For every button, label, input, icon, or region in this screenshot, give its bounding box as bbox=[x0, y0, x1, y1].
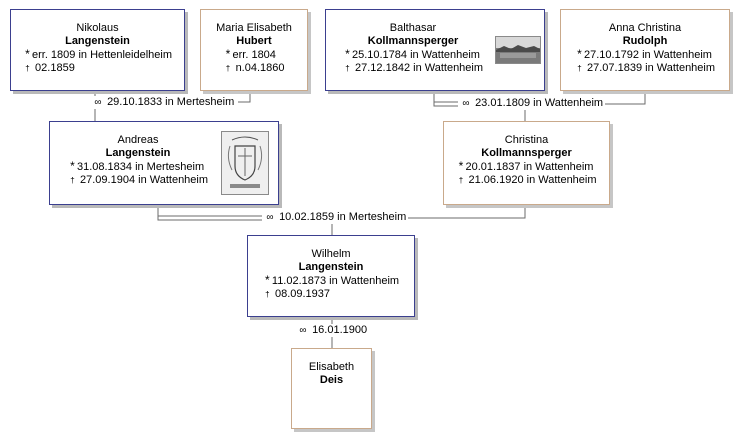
landscape-photo[interactable] bbox=[495, 36, 541, 64]
person-card-anna[interactable]: Anna Christina Rudolph *27.10.1792 in Wa… bbox=[560, 9, 730, 91]
death-icon: † bbox=[25, 64, 30, 73]
given-name: Maria Elisabeth bbox=[216, 22, 292, 34]
marriage-label-balthasar-anna: ∞ 23.01.1809 in Wattenheim bbox=[458, 97, 606, 110]
surname: Hubert bbox=[236, 35, 272, 47]
marriage-label-andreas-christina: ∞ 10.02.1859 in Mertesheim bbox=[262, 211, 409, 224]
death-info: 27.09.1904 in Wattenheim bbox=[80, 174, 209, 186]
given-name: Nikolaus bbox=[76, 22, 119, 34]
birth-info: err. 1804 bbox=[232, 49, 276, 61]
birth-info: err. 1809 in Hettenleidelheim bbox=[31, 49, 173, 61]
surname: Langenstein bbox=[298, 261, 364, 273]
death-info: 02.1859 bbox=[35, 62, 75, 74]
surname: Kollmannsperger bbox=[481, 147, 572, 159]
death-icon: † bbox=[345, 64, 350, 73]
person-card-christina[interactable]: Christina Kollmannsperger *20.01.1837 in… bbox=[443, 121, 610, 205]
surname: Kollmannsperger bbox=[367, 35, 459, 47]
birth-icon: * bbox=[225, 47, 231, 61]
death-info: 08.09.1937 bbox=[274, 288, 331, 300]
person-card-maria[interactable]: Maria Elisabeth Hubert *err. 1804 † n.04… bbox=[200, 9, 308, 91]
birth-icon: * bbox=[70, 159, 75, 173]
person-card-andreas[interactable]: Andreas Langenstein *31.08.1834 in Merte… bbox=[49, 121, 279, 205]
birth-icon: * bbox=[25, 47, 30, 61]
death-icon: † bbox=[70, 176, 75, 185]
surname: Langenstein bbox=[105, 147, 171, 159]
marriage-icon: ∞ bbox=[94, 97, 102, 108]
death-info: n.04.1860 bbox=[235, 62, 285, 74]
given-name: Elisabeth bbox=[308, 361, 355, 373]
marriage-label-nikolaus-maria: ∞ 29.10.1833 in Mertesheim bbox=[90, 96, 237, 109]
death-info: 27.12.1842 in Wattenheim bbox=[355, 62, 484, 74]
birth-info: 20.01.1837 in Wattenheim bbox=[465, 161, 594, 173]
surname: Langenstein bbox=[65, 35, 130, 47]
surname: Rudolph bbox=[622, 35, 668, 47]
birth-info: 25.10.1784 in Wattenheim bbox=[351, 49, 480, 61]
marriage-icon: ∞ bbox=[462, 98, 470, 109]
birth-icon: * bbox=[577, 47, 582, 61]
person-card-nikolaus[interactable]: Nikolaus Langenstein *err. 1809 in Hette… bbox=[10, 9, 185, 91]
death-icon: † bbox=[265, 290, 270, 299]
given-name: Christina bbox=[504, 134, 549, 146]
birth-info: 11.02.1873 in Wattenheim bbox=[271, 275, 400, 287]
marriage-label-wilhelm-elisabeth: ∞ 16.01.1900 bbox=[295, 324, 370, 337]
given-name: Andreas bbox=[117, 134, 159, 146]
birth-icon: * bbox=[458, 159, 464, 173]
birth-icon: * bbox=[265, 273, 270, 287]
birth-info: 31.08.1834 in Mertesheim bbox=[76, 161, 205, 173]
given-name: Balthasar bbox=[389, 22, 437, 34]
birth-info: 27.10.1792 in Wattenheim bbox=[583, 49, 712, 61]
death-icon: † bbox=[458, 176, 464, 185]
surname: Deis bbox=[319, 374, 344, 386]
person-card-elisabeth[interactable]: Elisabeth Deis bbox=[291, 348, 372, 429]
marriage-icon: ∞ bbox=[299, 325, 307, 336]
death-icon: † bbox=[577, 64, 582, 73]
marriage-icon: ∞ bbox=[266, 212, 274, 223]
death-info: 27.07.1839 in Wattenheim bbox=[587, 62, 716, 74]
given-name: Wilhelm bbox=[311, 248, 351, 260]
death-info: 21.06.1920 in Wattenheim bbox=[468, 174, 597, 186]
person-card-balthasar[interactable]: Balthasar Kollmannsperger *25.10.1784 in… bbox=[325, 9, 545, 91]
birth-icon: * bbox=[345, 47, 350, 61]
death-icon: † bbox=[225, 64, 231, 73]
coat-of-arms-image[interactable] bbox=[221, 131, 269, 195]
person-card-wilhelm[interactable]: Wilhelm Langenstein *11.02.1873 in Watte… bbox=[247, 235, 415, 317]
given-name: Anna Christina bbox=[608, 22, 682, 34]
